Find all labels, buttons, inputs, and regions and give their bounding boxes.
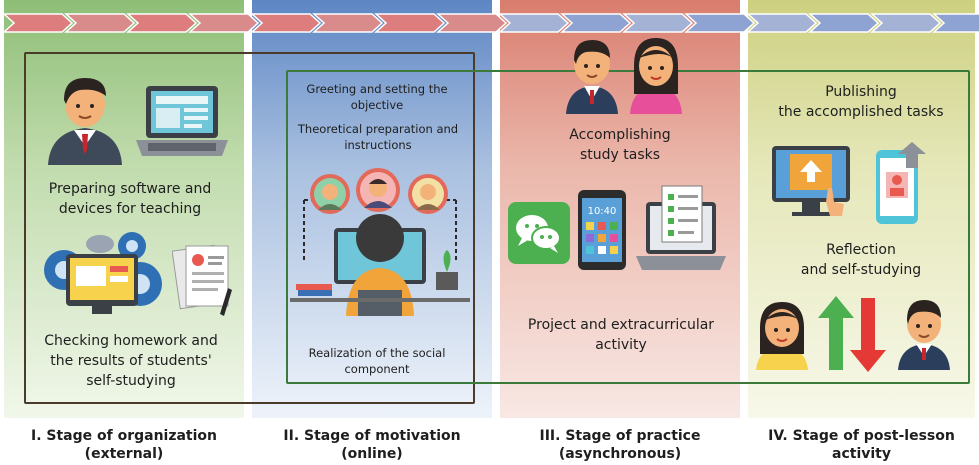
stage-4-title-line2: activity xyxy=(832,446,891,462)
stage-4-title-line1: IV. Stage of post-lesson xyxy=(768,428,955,444)
boy-student-icon xyxy=(896,298,952,370)
stage-2-title-line1: II. Stage of motivation xyxy=(283,428,461,444)
stage-2-title-line2: (online) xyxy=(341,446,403,462)
timeline-chevron xyxy=(188,13,260,33)
laptop-icon xyxy=(134,82,230,160)
stage-1-title: I. Stage of organization (external) xyxy=(4,427,244,463)
smartphone-icon xyxy=(578,190,626,270)
timeline-chevron xyxy=(746,13,818,33)
timeline-chevron xyxy=(684,13,756,33)
timeline-chevron xyxy=(808,13,880,33)
girl-student-icon xyxy=(754,300,810,370)
practice-frame xyxy=(286,70,970,384)
stage-3-title-line2: (asynchronous) xyxy=(558,446,682,462)
check-homework-line2: the results of students' xyxy=(50,353,212,369)
project-line1: Project and extracurricular xyxy=(527,317,715,333)
greeting-line2: objective xyxy=(350,98,404,112)
organization-frame xyxy=(24,52,475,404)
check-homework-line1: Checking homework and xyxy=(44,333,218,349)
social-line2: component xyxy=(344,362,410,376)
timeline-chevron xyxy=(2,13,74,33)
social-line1: Realization of the social xyxy=(308,346,446,360)
timeline-chevron xyxy=(622,13,694,33)
timeline-chevron xyxy=(560,13,632,33)
timeline-chevron xyxy=(374,13,446,33)
accomplishing-line1: Accomplishing xyxy=(569,127,671,143)
timeline-chevron xyxy=(870,13,942,33)
greeting-line1: Greeting and setting the xyxy=(306,82,448,96)
timeline-chevron xyxy=(64,13,136,33)
stage-1-panel xyxy=(4,0,244,418)
timeline-chevron xyxy=(932,13,979,33)
check-homework-line3: self-studying xyxy=(86,373,176,389)
teacher-icon xyxy=(44,70,126,165)
publishing-line2: the accomplished tasks xyxy=(778,104,944,120)
stage-3-title-line1: III. Stage of practice xyxy=(539,428,701,444)
prep-software-line1: Preparing software and xyxy=(48,181,212,197)
monitor-upload-icon xyxy=(772,146,852,220)
publishing-line1: Publishing xyxy=(825,84,897,100)
online-class-icon xyxy=(290,166,470,316)
timeline-chevron xyxy=(312,13,384,33)
theory-line1: Theoretical preparation and xyxy=(297,122,459,136)
documents-icon xyxy=(172,240,234,316)
phone-clock: 10:40 xyxy=(587,206,617,217)
project-line2: activity xyxy=(595,337,647,353)
timeline-chevron xyxy=(436,13,508,33)
stage-3-title: III. Stage of practice (asynchronous) xyxy=(500,427,740,463)
timeline-chevron xyxy=(126,13,198,33)
gear-computer-icon xyxy=(40,228,164,320)
reflection-line2: and self-studying xyxy=(800,262,922,278)
stage-2-title: II. Stage of motivation (online) xyxy=(252,427,492,463)
stage-1-title-line1: I. Stage of organization xyxy=(30,428,218,444)
up-down-arrows-icon xyxy=(816,296,888,372)
timeline-chevron xyxy=(498,13,570,33)
stage-4-title: IV. Stage of post-lesson activity xyxy=(748,427,975,463)
laptop-checklist-icon xyxy=(636,184,726,272)
chat-icon xyxy=(508,202,570,264)
phone-share-icon xyxy=(876,142,932,224)
stage-1-title-line2: (external) xyxy=(84,446,164,462)
timeline-chevron xyxy=(250,13,322,33)
students-icon xyxy=(562,34,686,114)
timeline-arrows xyxy=(2,13,979,33)
theory-line2: instructions xyxy=(344,138,412,152)
accomplishing-line2: study tasks xyxy=(579,147,661,163)
reflection-line1: Reflection xyxy=(826,242,896,258)
prep-software-line2: devices for teaching xyxy=(58,201,202,217)
